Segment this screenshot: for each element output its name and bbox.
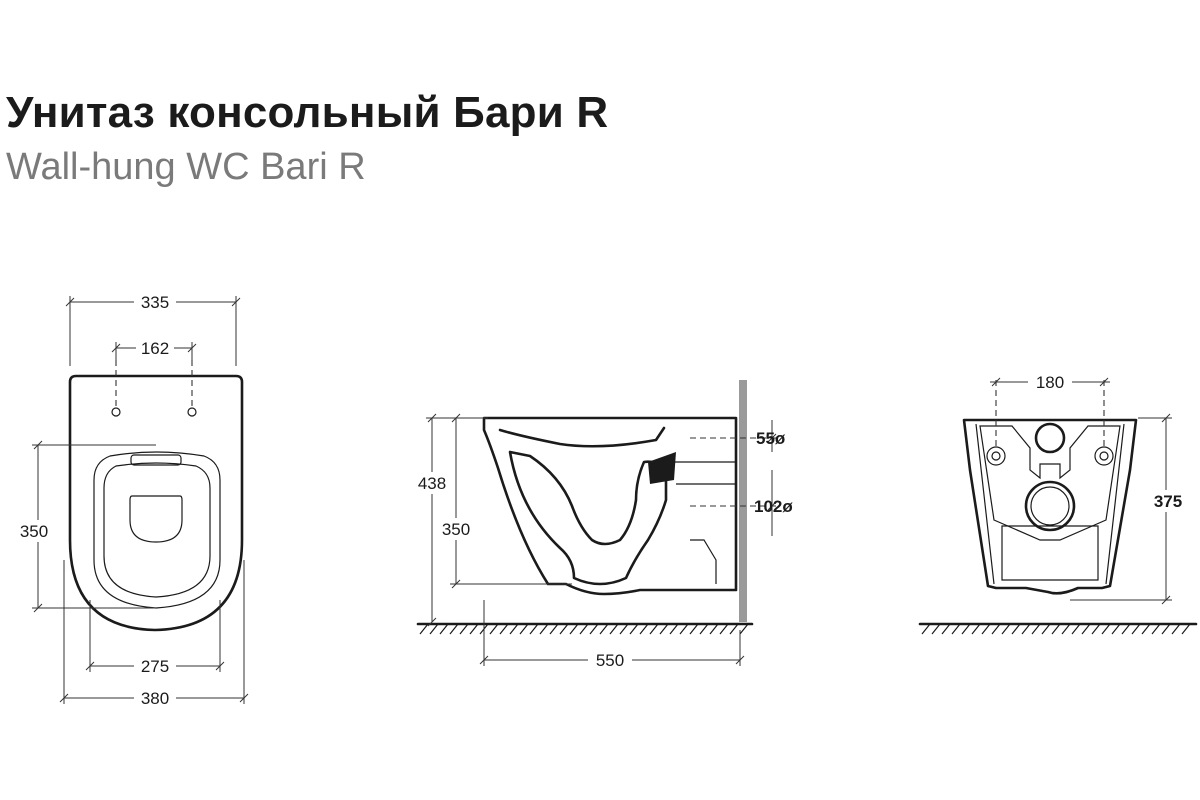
bowl-opening bbox=[129, 495, 183, 543]
page-subtitle: Wall-hung WC Bari R bbox=[6, 146, 366, 188]
dim-holes-label: 162 bbox=[141, 339, 169, 358]
seat-hinge bbox=[130, 454, 182, 466]
dim-back-holes-label: 180 bbox=[1036, 373, 1064, 392]
dim-top-width-label: 335 bbox=[141, 293, 169, 312]
bowl-trap bbox=[508, 450, 668, 586]
floor-hatch-back bbox=[921, 623, 1191, 635]
page-title: Унитаз консольный Бари R bbox=[6, 88, 609, 137]
back-hole-right bbox=[1094, 446, 1114, 466]
dim-depth-label: 350 bbox=[20, 522, 48, 541]
dim-height-rim-label: 350 bbox=[442, 520, 470, 539]
dim-length-label: 550 bbox=[596, 651, 624, 670]
seat-outer bbox=[93, 451, 221, 609]
top-view-outline bbox=[68, 374, 244, 632]
back-view-outline bbox=[962, 418, 1138, 595]
dim-inner-width-label: 275 bbox=[141, 657, 169, 676]
fixing-hole-right bbox=[187, 407, 197, 417]
back-hole-left bbox=[986, 446, 1006, 466]
wall bbox=[739, 380, 747, 622]
back-plate bbox=[979, 425, 1121, 541]
dim-total-width-label: 380 bbox=[141, 689, 169, 708]
seat-inner bbox=[103, 462, 211, 598]
back-inlet bbox=[1034, 422, 1066, 454]
dim-inlet-label: 55ø bbox=[756, 429, 786, 448]
dim-height-total-label: 438 bbox=[418, 474, 446, 493]
back-view: 180 375 bbox=[918, 372, 1198, 635]
dim-outlet-label: 102ø bbox=[754, 497, 793, 516]
top-view: 335 162 350 275 380 bbox=[16, 292, 249, 708]
bowl-inner bbox=[498, 426, 666, 448]
trap-detail bbox=[648, 452, 676, 484]
back-outlet bbox=[1024, 480, 1076, 532]
side-view: 55ø 102ø 438 350 550 bbox=[412, 380, 793, 670]
floor-hatch-side bbox=[419, 623, 749, 635]
fixing-hole-left bbox=[111, 407, 121, 417]
dim-back-height-label: 375 bbox=[1154, 492, 1182, 511]
